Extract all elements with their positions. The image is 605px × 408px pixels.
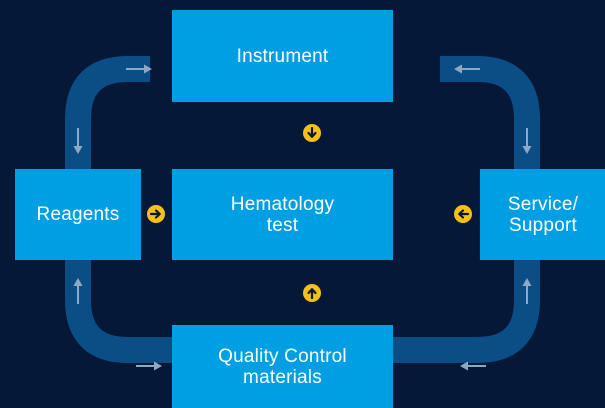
quality-control-label: Quality Control materials xyxy=(218,345,347,388)
indicator-from-quality-control-icon xyxy=(303,284,321,302)
loop-arrow-top-right-icon xyxy=(454,64,480,74)
loop-arrow-bottom-right-icon xyxy=(460,361,486,371)
instrument-label: Instrument xyxy=(236,45,329,67)
loop-arrow-left-lower-icon xyxy=(73,278,83,304)
service-support-box: Service/ Support xyxy=(480,169,605,260)
indicator-from-reagents-icon xyxy=(147,205,165,223)
loop-arrow-top-left-icon xyxy=(126,64,152,74)
loop-arrow-bottom-left-icon xyxy=(136,361,162,371)
instrument-box: Instrument xyxy=(172,10,393,102)
hematology-test-box: Hematology test xyxy=(172,169,393,260)
loop-arrow-right-upper-icon xyxy=(522,128,532,154)
reagents-box: Reagents xyxy=(15,169,141,260)
loop-arrow-left-upper-icon xyxy=(73,128,83,154)
indicator-from-instrument-icon xyxy=(303,124,321,142)
hematology-test-label: Hematology test xyxy=(230,193,335,236)
indicator-from-service-icon xyxy=(454,205,472,223)
reagents-label: Reagents xyxy=(36,204,120,225)
loop-arrow-right-lower-icon xyxy=(522,278,532,304)
quality-control-box: Quality Control materials xyxy=(172,325,393,408)
service-support-label: Service/ Support xyxy=(507,193,579,236)
